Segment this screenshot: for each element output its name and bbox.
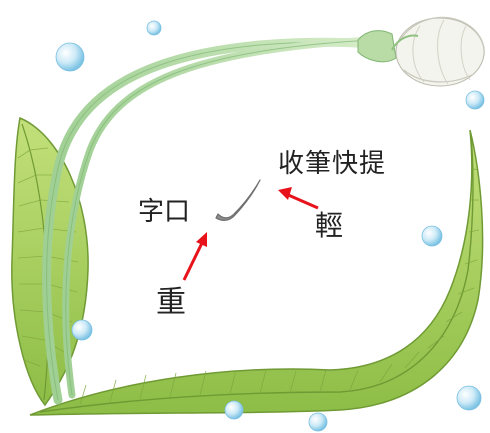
brush-stroke-icon bbox=[215, 179, 261, 221]
arrow-icon bbox=[182, 232, 207, 281]
flower-bud-icon bbox=[357, 16, 485, 87]
character-component-label: 字口 bbox=[138, 197, 191, 227]
light-pressure-label: 輕 bbox=[315, 209, 344, 242]
arrow-icon bbox=[278, 187, 319, 210]
flower-stems bbox=[42, 36, 377, 405]
stroke-end-description: 收筆快提 bbox=[278, 149, 387, 179]
bottom-right-leaf bbox=[29, 129, 484, 416]
water-bubble-icon bbox=[55, 20, 485, 432]
heavy-pressure-label: 重 bbox=[156, 285, 186, 320]
